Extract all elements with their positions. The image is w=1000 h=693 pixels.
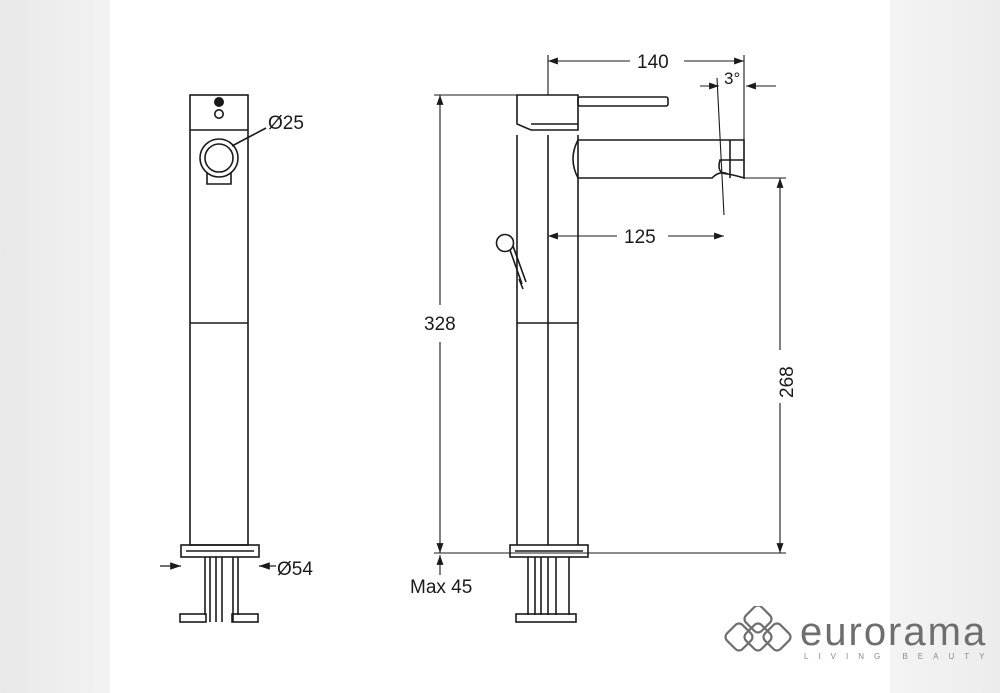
diameter-top-leader	[231, 127, 267, 147]
front-view	[160, 94, 276, 623]
brand-tagline: LIVING BEAUTY	[804, 652, 995, 661]
side-base-flange	[509, 544, 589, 558]
lever-knob-neck	[206, 172, 232, 185]
front-nut-left	[179, 613, 207, 623]
lever-handle	[577, 96, 669, 107]
label-outlet-height: 268	[777, 366, 798, 398]
label-spout-angle: 3°	[724, 69, 740, 88]
label-spout-reach: 125	[624, 227, 656, 248]
spout-body	[578, 139, 745, 175]
side-view	[495, 94, 745, 623]
label-max-thickness: Max 45	[410, 577, 472, 598]
side-cap	[516, 94, 579, 131]
left-background-panel	[0, 0, 110, 693]
label-spout-length: 140	[637, 52, 669, 73]
label-diameter-top: Ø25	[268, 113, 304, 134]
right-background-panel	[890, 0, 1000, 693]
label-total-height: 328	[424, 314, 456, 335]
indicator-hot-icon	[214, 97, 225, 108]
front-nut-right	[231, 613, 259, 623]
front-base-flange	[180, 544, 260, 558]
brand-logo: eurorama LIVING BEAUTY	[722, 606, 998, 666]
front-body-outline	[189, 94, 249, 546]
brand-mark-icon	[724, 606, 792, 652]
lever-knob-inner	[204, 143, 234, 173]
side-nut	[515, 613, 577, 623]
dim-angle-ref-line	[716, 77, 725, 216]
dimension-lines	[434, 55, 786, 575]
indicator-cold-icon	[214, 109, 225, 120]
brand-name: eurorama	[800, 610, 988, 654]
side-valve-knob	[495, 233, 515, 253]
spout-root-curve	[572, 139, 579, 179]
side-valve-stem	[509, 245, 527, 290]
label-diameter-base: Ø54	[277, 559, 313, 580]
lever-knob-outer	[199, 138, 239, 178]
spout-bottom	[578, 160, 745, 180]
